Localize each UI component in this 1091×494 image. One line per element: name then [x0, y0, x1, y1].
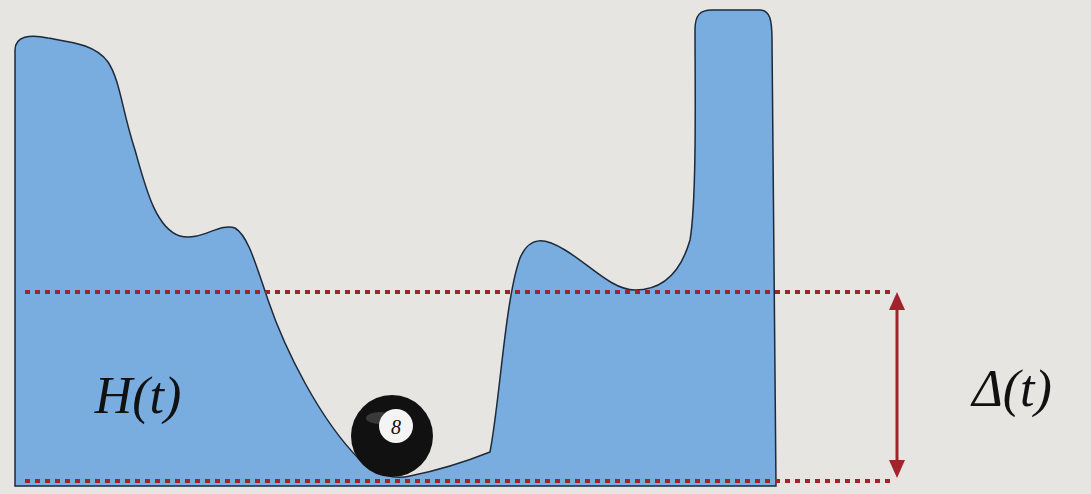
- landscape-fill: [15, 10, 776, 486]
- arrow-head: [889, 460, 905, 478]
- level-line: [25, 290, 890, 294]
- energy-label: H(t): [95, 370, 182, 422]
- gap-label: Δ(t): [972, 363, 1052, 415]
- ball-number-disc: [379, 409, 413, 443]
- dimension-arrow: [896, 306, 899, 466]
- ball: [351, 395, 433, 477]
- ball-number: 8: [391, 417, 401, 437]
- arrow-head: [889, 292, 905, 310]
- level-line: [25, 479, 890, 483]
